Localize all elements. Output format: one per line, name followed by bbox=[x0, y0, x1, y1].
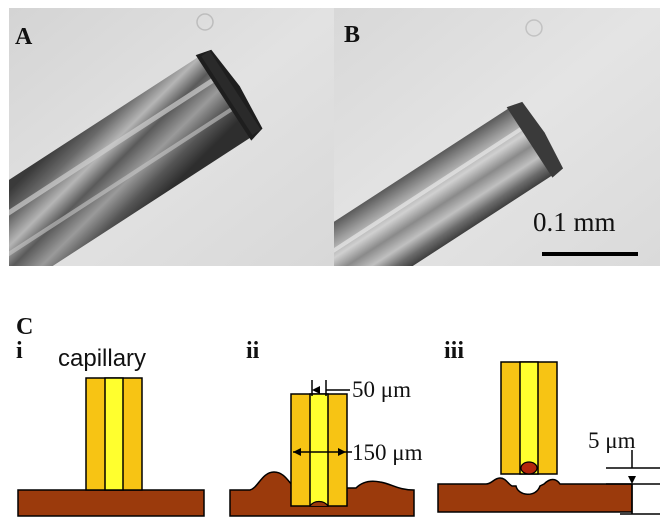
panel-label-b: B bbox=[344, 22, 361, 48]
step-label-ii: ii bbox=[246, 338, 260, 364]
capillary-iii bbox=[500, 361, 558, 475]
step-label-iii: iii bbox=[444, 338, 465, 364]
dimension-lines-ii bbox=[293, 380, 352, 453]
micrograph-panel-a: A bbox=[9, 8, 335, 266]
substrate-ii bbox=[229, 471, 415, 517]
capillary-ii bbox=[290, 393, 348, 507]
panel-label-c: C bbox=[16, 314, 34, 340]
substrate-iii bbox=[437, 477, 633, 513]
step-label-i: i bbox=[16, 338, 23, 364]
micrograph-a-image bbox=[9, 8, 335, 266]
scale-bar bbox=[542, 252, 638, 256]
scale-bar-label: 0.1 mm bbox=[533, 207, 616, 237]
panel-label-a: A bbox=[15, 24, 33, 50]
micrograph-panel-b: B 0.1 mm bbox=[334, 8, 660, 266]
micrograph-b-image bbox=[334, 8, 660, 266]
gap-label: 5 μm bbox=[588, 428, 636, 453]
inner-diameter-label: 50 μm bbox=[352, 377, 411, 402]
substrate-i bbox=[17, 489, 205, 517]
dimension-lines-iii bbox=[606, 450, 660, 515]
outer-diameter-label: 150 μm bbox=[352, 440, 423, 465]
capillary-label: capillary bbox=[58, 345, 147, 372]
capillary-i bbox=[85, 377, 143, 491]
